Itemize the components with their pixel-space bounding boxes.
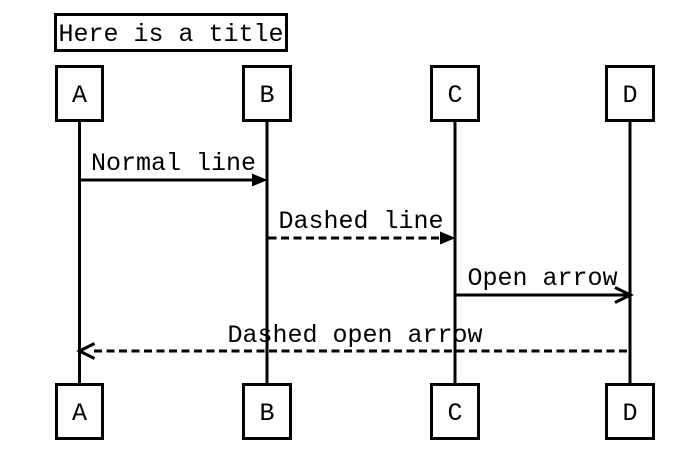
message-label-normal-line: Normal line	[91, 149, 256, 178]
actor-label-b-top: B	[259, 81, 274, 110]
actor-label-a-bottom: A	[72, 399, 87, 428]
message-label-dashed-open-arrow: Dashed open arrow	[227, 321, 482, 350]
actor-label-d-top: D	[622, 81, 637, 110]
diagram-title: Here is a title	[58, 20, 283, 49]
actor-box-d-bottom	[605, 383, 655, 440]
open-arrowhead-icon	[614, 286, 634, 304]
filled-arrowhead-icon	[252, 173, 268, 187]
actor-label-c-bottom: C	[447, 399, 462, 428]
actor-label-b-bottom: B	[259, 399, 274, 428]
actor-label-d-bottom: D	[622, 399, 637, 428]
actor-box-d-top	[605, 65, 655, 122]
actor-box-c-top	[430, 65, 480, 122]
filled-arrowhead-icon	[440, 231, 456, 245]
actor-box-a-top	[55, 65, 104, 122]
message-label-dashed-line: Dashed line	[278, 207, 443, 236]
open-arrowhead-icon	[76, 342, 96, 360]
title-box	[54, 13, 288, 52]
actor-label-a-top: A	[72, 81, 87, 110]
message-label-open-arrow: Open arrow	[467, 264, 617, 293]
actor-box-c-bottom	[430, 383, 480, 440]
actor-box-b-bottom	[242, 383, 292, 440]
actor-box-b-top	[242, 65, 292, 122]
actor-label-c-top: C	[447, 81, 462, 110]
actor-box-a-bottom	[55, 383, 104, 440]
